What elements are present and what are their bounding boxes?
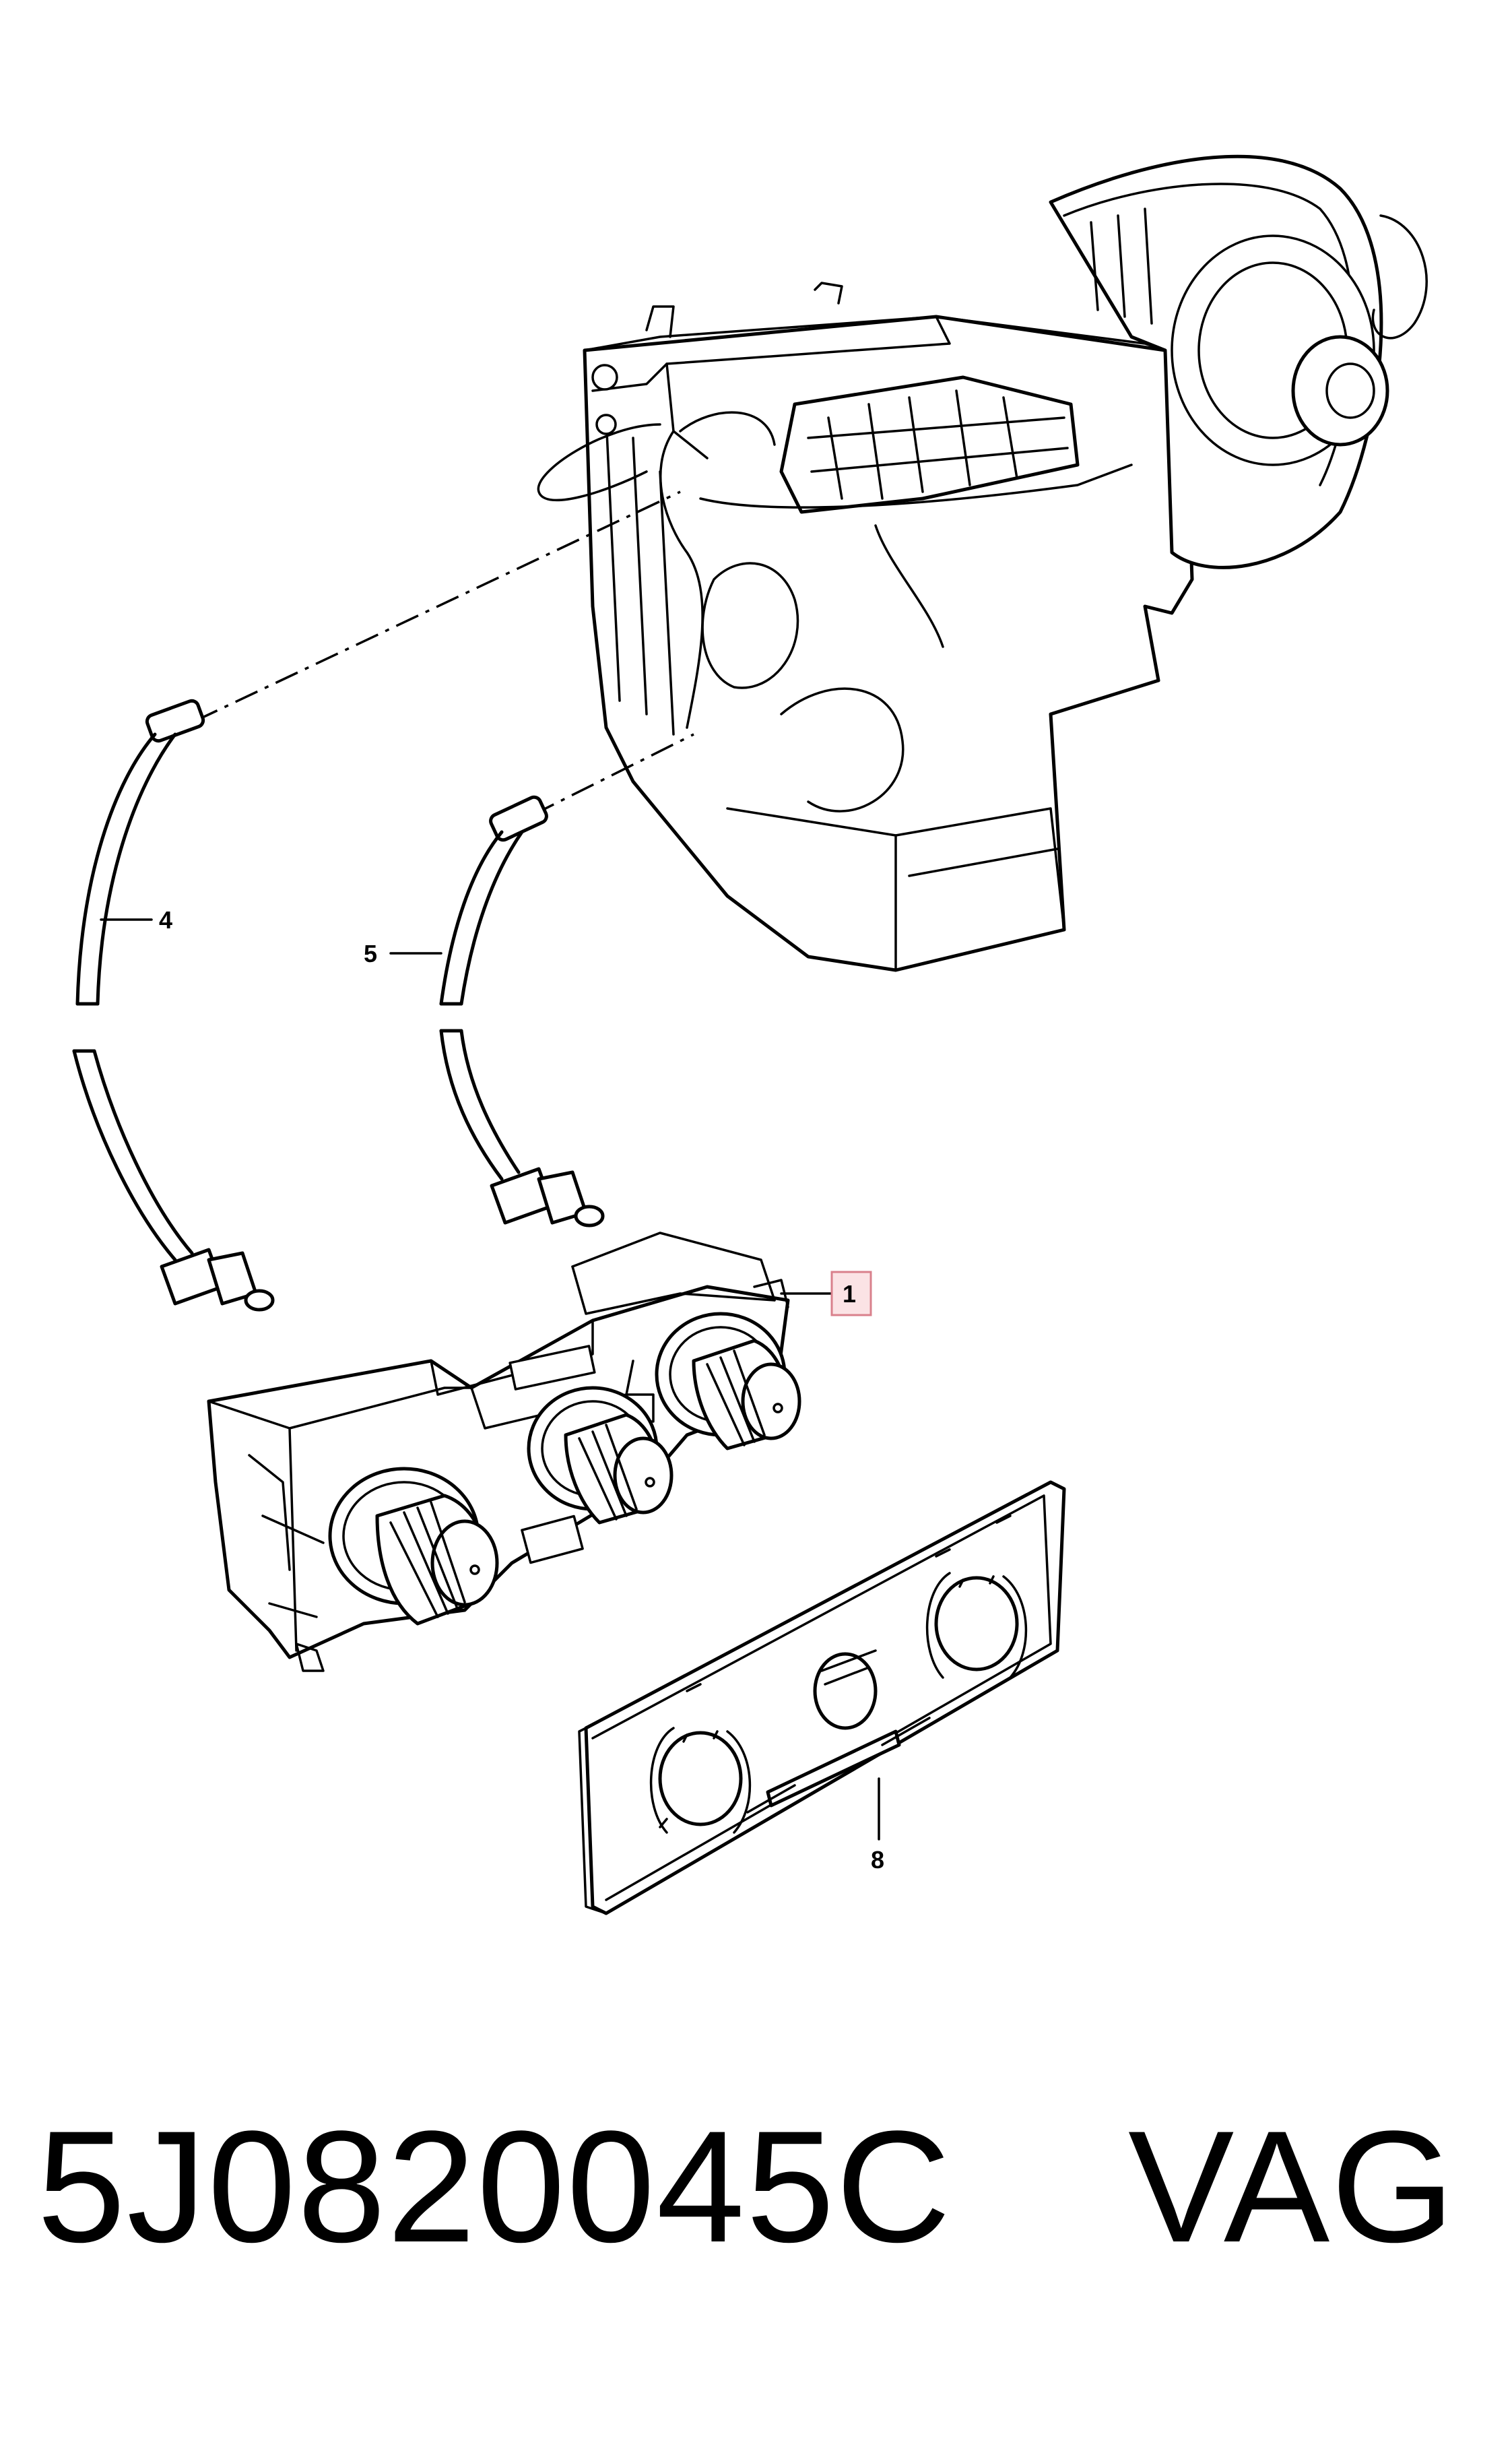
callout-1: 1	[780, 1271, 872, 1316]
callout-8-label: 8	[871, 1846, 884, 1874]
bowden-cable-4	[72, 699, 275, 1312]
callout-1-label: 1	[843, 1280, 856, 1308]
callout-4: 4	[100, 906, 172, 934]
alignment-dash-lines	[195, 490, 694, 817]
climate-control-unit	[207, 1232, 801, 1672]
bowden-cable-5	[439, 795, 605, 1228]
part-footer: 5J0820045C VAG	[0, 2095, 1512, 2297]
part-number: 5J0820045C	[37, 2098, 952, 2276]
callout-5-label: 5	[364, 940, 377, 967]
callout-5: 5	[364, 940, 442, 967]
brand-name: VAG	[1128, 2098, 1456, 2276]
callout-8: 8	[871, 1777, 884, 1874]
callout-1-highlight	[830, 1271, 872, 1316]
control-panel-fascia	[578, 1480, 1066, 1915]
heater-housing-assembly	[537, 154, 1428, 972]
callout-4-label: 4	[159, 906, 172, 934]
